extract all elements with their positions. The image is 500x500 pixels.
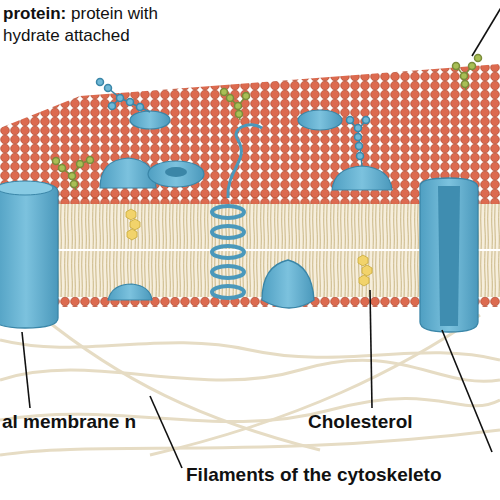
callout-label: protein:: [3, 4, 66, 23]
leader-line: [22, 6, 500, 468]
helix-protein: [212, 206, 244, 298]
carbohydrate-chain: [97, 79, 370, 167]
surface-proteins: [100, 110, 392, 190]
bilayer-surface: [0, 64, 500, 200]
callout-label: Filaments of the cytoskeleto: [186, 463, 442, 488]
carbohydrate-chain: [53, 55, 482, 191]
callout-label: Cholesterol: [308, 410, 413, 435]
channel-protein: [420, 178, 478, 332]
label-block: protein: protein with hydrate attached: [3, 3, 193, 47]
cytoskeleton-filaments: [0, 315, 500, 455]
integral-protein: [0, 182, 58, 328]
callout-label: al membrane n: [2, 410, 142, 435]
peripheral-protein: [262, 260, 314, 308]
cholesterol-molecule: [126, 209, 372, 286]
protein-tail: [228, 125, 262, 198]
